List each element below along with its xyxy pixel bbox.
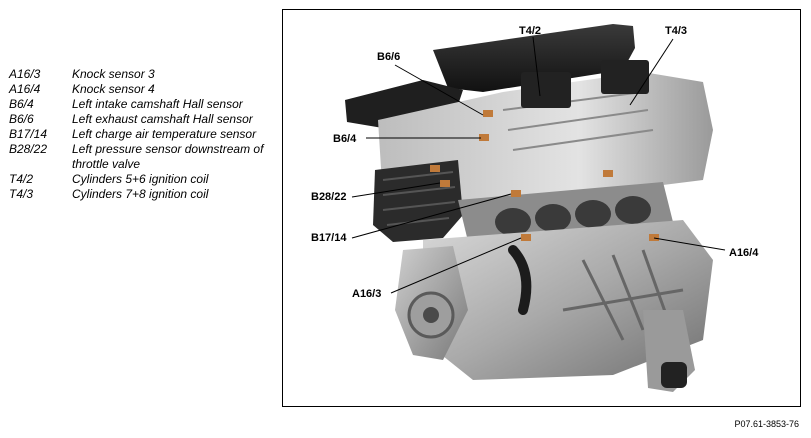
legend-description: Cylinders 5+6 ignition coil: [72, 172, 209, 186]
sensor-connector: [440, 180, 450, 187]
sensor-connector: [511, 190, 521, 197]
legend-description: Cylinders 7+8 ignition coil: [72, 187, 209, 201]
exhaust-port: [535, 204, 571, 232]
leader-line-a16-3: [390, 237, 522, 294]
sensor-connector: [603, 170, 613, 177]
sensor-connector: [430, 165, 440, 172]
leader-line-t4-3: [629, 38, 674, 106]
legend-description: Left pressure sensor downstream of throt…: [72, 142, 264, 171]
ignition-coil-t4-2: [521, 72, 571, 108]
legend-row: A16/3 Knock sensor 3: [9, 67, 274, 82]
legend-description: Left intake camshaft Hall sensor: [72, 97, 243, 111]
legend-row: B6/4 Left intake camshaft Hall sensor: [9, 97, 274, 112]
legend-code: T4/2: [9, 172, 34, 186]
callout-a16-4: A16/4: [729, 247, 759, 259]
coolant-hose: [508, 245, 532, 315]
legend-row: B6/6 Left exhaust camshaft Hall sensor: [9, 112, 274, 127]
callout-a16-3: A16/3: [352, 288, 381, 300]
sensor-connector: [521, 234, 531, 241]
callout-b6-6: B6/6: [377, 51, 400, 63]
callout-t4-2: T4/2: [519, 25, 541, 37]
leader-line-b17-14: [351, 193, 512, 239]
sensor-connector: [649, 234, 659, 241]
callout-b17-14: B17/14: [311, 232, 347, 244]
legend-description: Left charge air temperature sensor: [72, 127, 257, 141]
legend-description: Knock sensor 3: [72, 67, 155, 81]
legend-description: Left exhaust camshaft Hall sensor: [72, 112, 253, 126]
legend-code: A16/4: [9, 82, 41, 96]
legend-row: B17/14 Left charge air temperature senso…: [9, 127, 274, 142]
legend-code: B6/6: [9, 112, 34, 126]
legend-code: B17/14: [9, 127, 48, 141]
leader-line-t4-2: [532, 36, 541, 97]
intake-manifold-runners: [382, 171, 456, 226]
legend-code: A16/3: [9, 67, 41, 81]
leader-line-a16-4: [653, 237, 726, 251]
legend-code: T4/3: [9, 187, 34, 201]
callout-t4-3: T4/3: [665, 25, 687, 37]
sensor-connector: [479, 134, 489, 141]
leader-line-b28-22: [351, 182, 441, 198]
legend-row: T4/2 Cylinders 5+6 ignition coil: [9, 172, 274, 187]
exhaust-port: [615, 196, 651, 224]
exhaust-port: [495, 208, 531, 236]
cylinder-head: [378, 72, 713, 210]
leader-line-b6-6: [394, 64, 484, 116]
engine-illustration: T4/2 T4/3 B6/6 B6/4 B28/22 B17/14 A16/3 …: [311, 24, 759, 392]
ignition-coil-t4-3: [601, 60, 649, 94]
block-ribs: [562, 249, 684, 341]
engine-top-cover: [433, 24, 635, 92]
engine-block: [423, 220, 713, 380]
callout-b6-4: B6/4: [333, 133, 357, 145]
legend-code: B28/22: [9, 142, 48, 156]
exhaust-port: [575, 200, 611, 228]
legend-description: Knock sensor 4: [72, 82, 155, 96]
legend-list: A16/3 Knock sensor 3 A16/4 Knock sensor …: [9, 67, 274, 202]
sensor-connector: [483, 110, 493, 117]
pulley-hub: [423, 307, 439, 323]
figure-id: P07.61-3853-76: [734, 419, 799, 429]
callout-b28-22: B28/22: [311, 191, 346, 203]
legend-row: A16/4 Knock sensor 4: [9, 82, 274, 97]
legend-row: T4/3 Cylinders 7+8 ignition coil: [9, 187, 274, 202]
engine-figure-frame: T4/2 T4/3 B6/6 B6/4 B28/22 B17/14 A16/3 …: [282, 9, 801, 407]
oil-filter-cap: [661, 362, 687, 388]
legend-row: B28/22 Left pressure sensor downstream o…: [9, 142, 274, 172]
legend-code: B6/4: [9, 97, 34, 111]
